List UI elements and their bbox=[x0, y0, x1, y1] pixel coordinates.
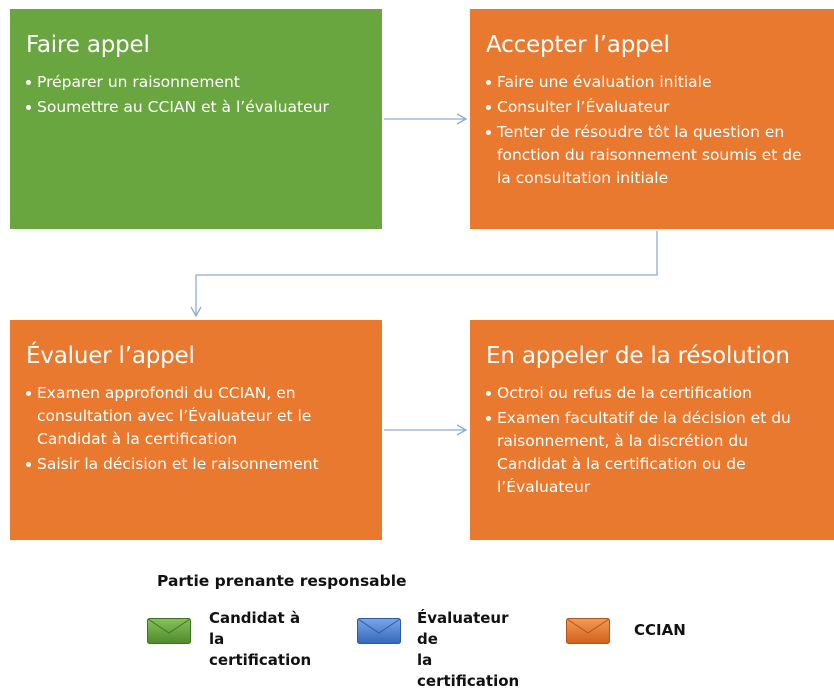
step-bullets: Préparer un raisonnement Soumettre au CC… bbox=[26, 71, 368, 119]
envelope-icon bbox=[357, 618, 401, 644]
bullet-item: Examen approfondi du CCIAN, en consultat… bbox=[26, 382, 368, 451]
step-box-en-appeler-resolution: En appeler de la résolution Octroi ou re… bbox=[470, 320, 834, 540]
legend-label: Évaluateur de la certification bbox=[417, 609, 520, 690]
legend-title: Partie prenante responsable bbox=[157, 572, 407, 590]
step-title: Accepter l’appel bbox=[486, 32, 670, 58]
step-box-faire-appel: Faire appel Préparer un raisonnement Sou… bbox=[10, 9, 382, 229]
step-title: Évaluer l’appel bbox=[26, 343, 195, 369]
envelope-icon bbox=[566, 618, 610, 644]
legend-label: Candidat à la certification bbox=[209, 609, 312, 669]
bullet-item: Tenter de résoudre tôt la question en fo… bbox=[486, 121, 820, 190]
step-box-evaluer-appel: Évaluer l’appel Examen approfondi du CCI… bbox=[10, 320, 382, 540]
step-box-accepter-appel: Accepter l’appel Faire une évaluation in… bbox=[470, 9, 834, 229]
legend-label: CCIAN bbox=[634, 621, 686, 639]
bullet-item: Faire une évaluation initiale bbox=[486, 71, 820, 94]
step-title: Faire appel bbox=[26, 32, 150, 58]
bullet-item: Préparer un raisonnement bbox=[26, 71, 368, 94]
bullet-item: Octroi ou refus de la certification bbox=[486, 382, 820, 405]
envelope-icon bbox=[147, 618, 191, 644]
connectors bbox=[190, 113, 658, 436]
step-bullets: Examen approfondi du CCIAN, en consultat… bbox=[26, 382, 368, 476]
step-title: En appeler de la résolution bbox=[486, 343, 790, 369]
bullet-item: Saisir la décision et le raisonnement bbox=[26, 453, 368, 476]
bullet-item: Consulter l’Évaluateur bbox=[486, 96, 820, 119]
arrow-2-to-3 bbox=[190, 231, 658, 318]
bullet-item: Soumettre au CCIAN et à l’évaluateur bbox=[26, 96, 368, 119]
step-bullets: Octroi ou refus de la certification Exam… bbox=[486, 382, 820, 499]
step-bullets: Faire une évaluation initiale Consulter … bbox=[486, 71, 820, 190]
bullet-item: Examen facultatif de la décision et du r… bbox=[486, 407, 820, 499]
